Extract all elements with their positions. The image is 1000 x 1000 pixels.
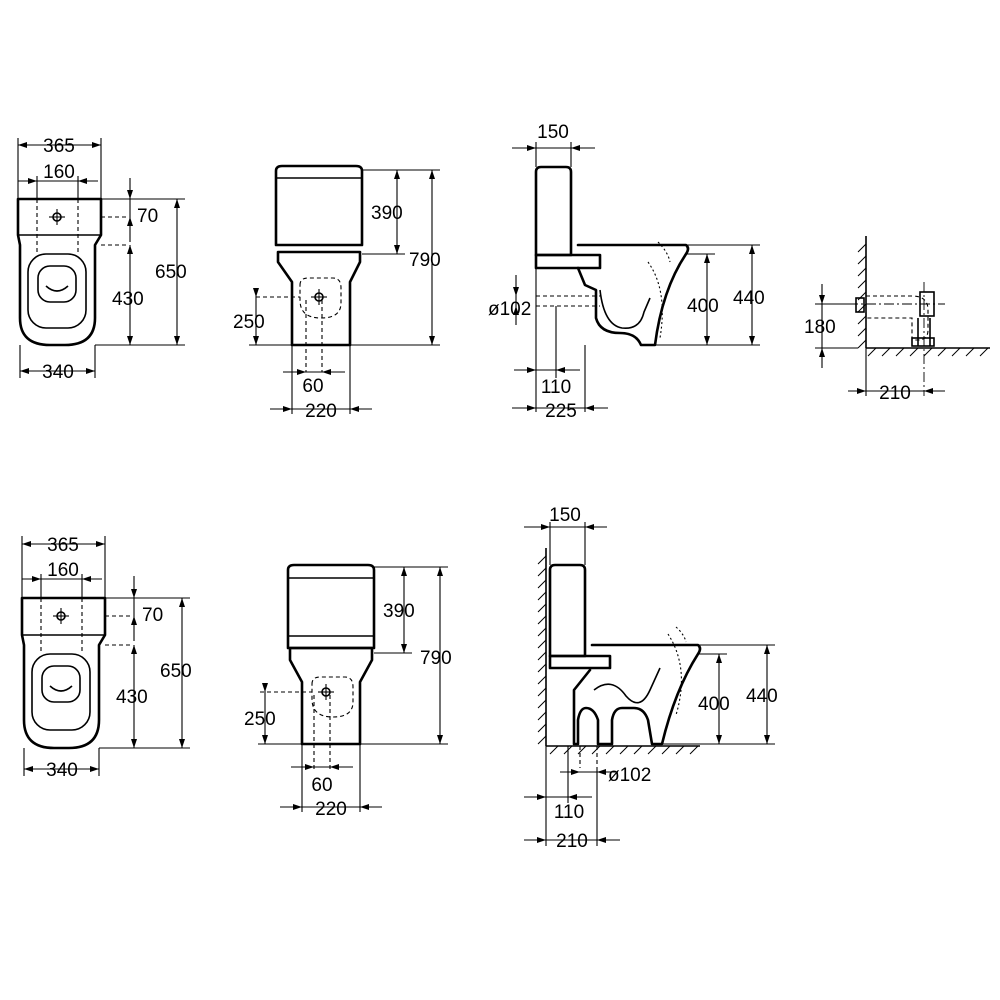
bottom-plan-offset-label: 70 <box>142 605 163 626</box>
top-front-view: 390 790 250 60 220 <box>233 164 441 422</box>
bottom-side-cistern-label: 150 <box>549 505 581 526</box>
bottom-front-view: 390 790 250 60 220 <box>244 563 452 820</box>
bottom-plan-width-label: 365 <box>47 535 79 556</box>
top-front-inlet-width-label: 60 <box>302 376 323 397</box>
top-plan-height-label: 650 <box>155 262 187 283</box>
bottom-side-outlet-offset-label: 110 <box>554 802 584 823</box>
top-front-total-label: 790 <box>409 250 441 271</box>
bottom-side-view: 150 400 440 ø102 110 210 <box>524 505 778 852</box>
top-plan-base-label: 340 <box>42 362 74 383</box>
top-side-seat-label: 400 <box>687 296 719 317</box>
top-plan-spacing-label: 160 <box>43 162 75 183</box>
top-detail-distance-label: 210 <box>879 383 911 404</box>
bottom-side-seat-label: 400 <box>698 694 730 715</box>
top-plan-depth-label: 430 <box>112 289 144 310</box>
top-outlet-detail: 180 210 <box>804 236 990 404</box>
bottom-side-rim-label: 440 <box>746 686 778 707</box>
bottom-plan-view: 365 160 70 430 650 340 <box>20 535 192 781</box>
bottom-front-inlet-width-label: 60 <box>311 775 332 796</box>
bottom-front-cistern-label: 390 <box>383 601 415 622</box>
top-front-base-label: 220 <box>305 401 337 422</box>
bottom-plan-depth-label: 430 <box>116 687 148 708</box>
top-plan-width-label: 365 <box>43 136 75 157</box>
top-detail-height-label: 180 <box>804 317 836 338</box>
bottom-plan-base-label: 340 <box>46 760 78 781</box>
bottom-side-outlet-distance-label: 210 <box>556 831 588 852</box>
bottom-front-base-label: 220 <box>315 799 347 820</box>
top-plan-view: 365 160 70 430 650 340 <box>16 136 187 383</box>
bottom-front-inlet-height-label: 250 <box>244 709 276 730</box>
top-side-rim-label: 440 <box>733 288 765 309</box>
top-plan-offset-label: 70 <box>137 206 158 227</box>
top-side-outlet-diameter-label: ø102 <box>488 299 531 320</box>
bottom-plan-spacing-label: 160 <box>47 560 79 581</box>
top-side-view: 150 ø102 400 440 110 225 <box>488 122 765 422</box>
top-front-inlet-height-label: 250 <box>233 312 265 333</box>
top-side-outlet-depth-label: 225 <box>545 401 577 422</box>
top-side-cistern-label: 150 <box>537 122 569 143</box>
top-front-cistern-label: 390 <box>371 203 403 224</box>
bottom-side-outlet-diameter-label: ø102 <box>608 765 651 786</box>
bottom-front-total-label: 790 <box>420 648 452 669</box>
top-side-outlet-offset-label: 110 <box>541 377 571 398</box>
bottom-plan-height-label: 650 <box>160 661 192 682</box>
